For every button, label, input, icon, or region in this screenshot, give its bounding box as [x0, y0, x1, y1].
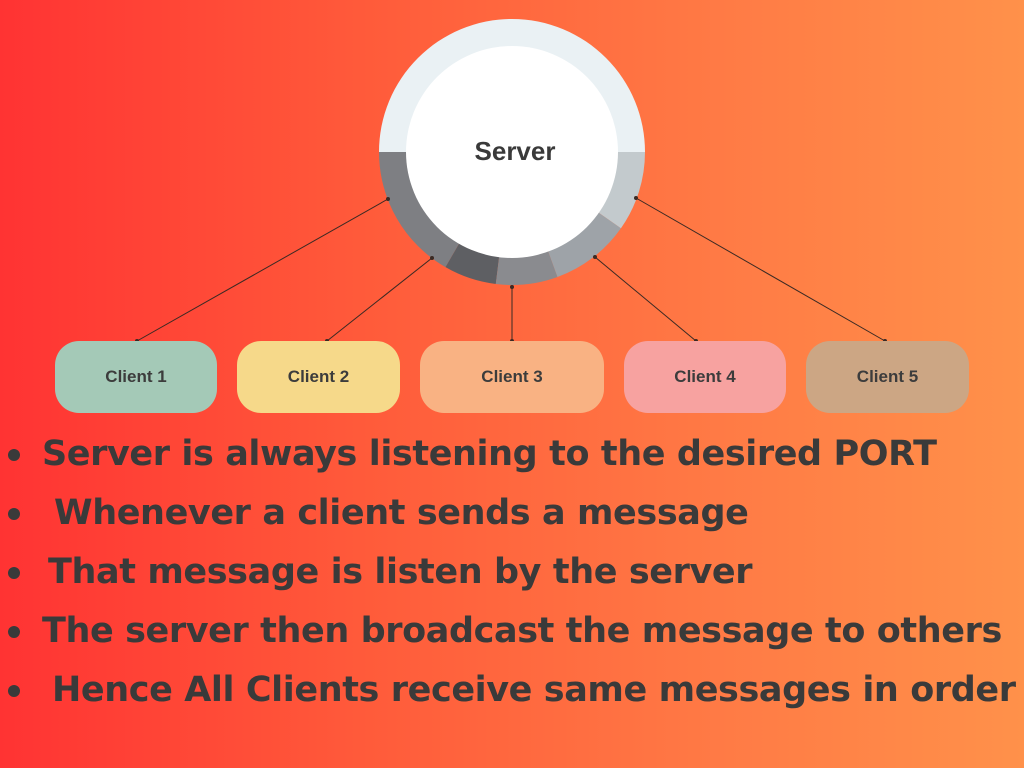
- client-server-diagram: Server: [135, 19, 887, 343]
- server-ring-segment-2: [379, 152, 460, 268]
- server-ring-segment-6: [597, 152, 645, 229]
- bullet-dot-icon: [8, 508, 20, 520]
- bullet-text: Whenever a client sends a message: [54, 493, 749, 533]
- connector-dot-icon: [386, 197, 390, 201]
- connector-line-client-2: [326, 257, 433, 342]
- client-1-node: Client 1: [55, 341, 217, 413]
- server-label: Server: [475, 136, 556, 166]
- connector-dot-icon: [634, 196, 638, 200]
- server-ring-segment-5: [547, 211, 621, 277]
- server-ring-segment-3: [445, 242, 500, 285]
- server-node: [406, 46, 618, 258]
- connector-line-client-4: [594, 256, 697, 342]
- server-ring: [379, 19, 645, 285]
- client-4-node: Client 4: [624, 341, 786, 413]
- connector-dot-icon: [510, 285, 514, 289]
- client-2-node: Client 2: [237, 341, 400, 413]
- server-ring-segment-1: [379, 19, 645, 152]
- connector-line-client-1: [136, 198, 389, 342]
- connector-line-client-5: [635, 197, 886, 342]
- server-ring-segment-4: [495, 249, 558, 285]
- bullet-dot-icon: [8, 567, 20, 579]
- bullet-dot-icon: [8, 626, 20, 638]
- client-3-node: Client 3: [420, 341, 604, 413]
- bullet-text: The server then broadcast the message to…: [42, 611, 1002, 651]
- bullet-text: Hence All Clients receive same messages …: [52, 670, 1016, 710]
- bullet-dot-icon: [8, 685, 20, 697]
- bullet-text: That message is listen by the server: [48, 552, 753, 592]
- bullet-dot-icon: [8, 449, 20, 461]
- client-5-node: Client 5: [806, 341, 969, 413]
- connector-dot-icon: [593, 255, 597, 259]
- bullet-text: Server is always listening to the desire…: [42, 434, 937, 474]
- connector-dot-icon: [430, 256, 434, 260]
